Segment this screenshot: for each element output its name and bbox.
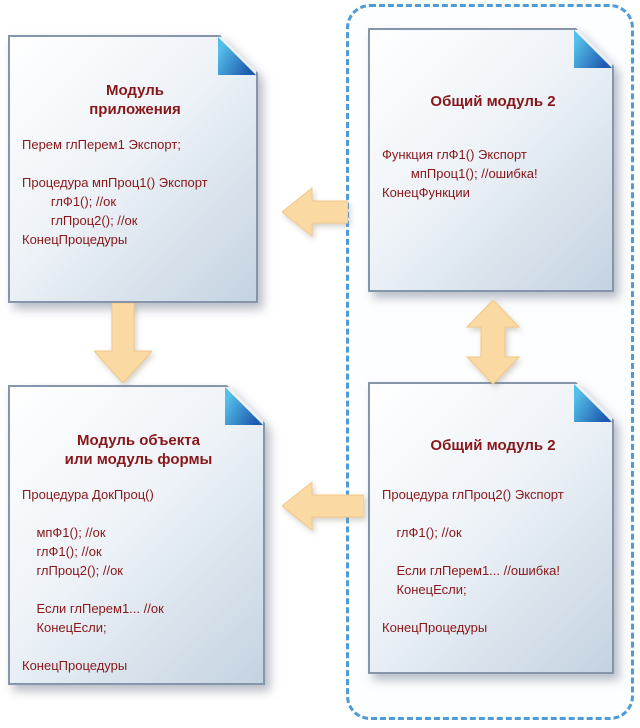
text-line: КонецПроцедуры: [382, 620, 488, 635]
text-line: мпФ1(); //ок: [22, 525, 106, 540]
doc-content: Модуль приложения Перем глПерем1 Экспорт;…: [10, 37, 256, 257]
text-line: [22, 504, 255, 523]
text-line: Модуль: [105, 82, 165, 99]
doc-content: Общий модуль 2 Функция глФ1() Экспорт мп…: [370, 30, 612, 210]
text-line: [22, 154, 248, 173]
text-line: [22, 580, 255, 599]
text-line: глФ1(); //ок: [22, 194, 117, 209]
arrow-double-vertical-icon: [465, 300, 521, 384]
document-shape: Общий модуль 2 Процедура глПроц2() Экспо…: [368, 382, 614, 674]
box-title: Общий модуль 2: [382, 92, 604, 111]
arrow-left-bottom-icon: [282, 480, 364, 532]
text-line: приложения: [89, 101, 181, 118]
box-code: Функция глФ1() Экспорт мпПроц1(); //ошиб…: [382, 145, 604, 202]
arrow-left-top-icon: [282, 186, 348, 238]
text-line: КонецПроцедуры: [22, 232, 128, 247]
common-module-2-top-card: Общий модуль 2 Функция глФ1() Экспорт мп…: [368, 28, 614, 292]
text-line: [382, 599, 604, 618]
text-line: глПроц2(); //ок: [22, 563, 123, 578]
box-code: Перем глПерем1 Экспорт; Процедура мпПроц…: [22, 135, 248, 249]
text-line: Процедура ДокПроц(): [22, 487, 154, 502]
document-shape: Общий модуль 2 Функция глФ1() Экспорт мп…: [368, 28, 614, 292]
text-line: или модуль формы: [64, 451, 213, 468]
text-line: глПроц2(); //ок: [22, 213, 138, 228]
text-line: глФ1(); //ок: [382, 525, 462, 540]
box-title: Модуль приложения: [22, 81, 248, 119]
app-module-card: Модуль приложения Перем глПерем1 Экспорт;…: [8, 35, 258, 303]
text-line: КонецФункции: [382, 185, 470, 200]
box-code: Процедура глПроц2() Экспорт глФ1(); //ок…: [382, 485, 604, 637]
object-or-form-module-card: Модуль объекта или модуль формы Процедура…: [8, 385, 265, 685]
text-line: КонецЕсли;: [382, 582, 467, 597]
doc-content: Общий модуль 2 Процедура глПроц2() Экспо…: [370, 384, 612, 645]
box-title: Модуль объекта или модуль формы: [22, 431, 255, 469]
text-line: Функция глФ1() Экспорт: [382, 147, 527, 162]
text-line: Если глПерем1... //ошибка!: [382, 563, 561, 578]
doc-content: Модуль объекта или модуль формы Процедура…: [10, 387, 263, 683]
text-line: КонецЕсли;: [22, 620, 107, 635]
text-line: Общий модуль 2: [430, 437, 556, 454]
text-line: мпПроц1(); //ошибка!: [382, 166, 538, 181]
text-line: глФ1(); //ок: [22, 544, 102, 559]
document-shape: Модуль объекта или модуль формы Процедура…: [8, 385, 265, 685]
text-line: Процедура мпПроц1() Экспорт: [22, 175, 208, 190]
text-line: Если глПерем1... //ок: [22, 601, 164, 616]
text-line: Общий модуль 2: [430, 93, 556, 110]
text-line: [382, 542, 604, 561]
text-line: Модуль объекта: [77, 432, 200, 449]
text-line: [382, 504, 604, 523]
text-line: Перем глПерем1 Экспорт;: [22, 137, 181, 152]
document-shape: Модуль приложения Перем глПерем1 Экспорт;…: [8, 35, 258, 303]
box-title: Общий модуль 2: [382, 436, 604, 455]
text-line: [22, 637, 255, 656]
text-line: Процедура глПроц2() Экспорт: [382, 487, 564, 502]
text-line: КонецПроцедуры: [22, 658, 128, 673]
arrow-down-icon: [94, 303, 152, 383]
common-module-2-bottom-card: Общий модуль 2 Процедура глПроц2() Экспо…: [368, 382, 614, 674]
box-code: Процедура ДокПроц() мпФ1(); //ок глФ1();…: [22, 485, 255, 675]
